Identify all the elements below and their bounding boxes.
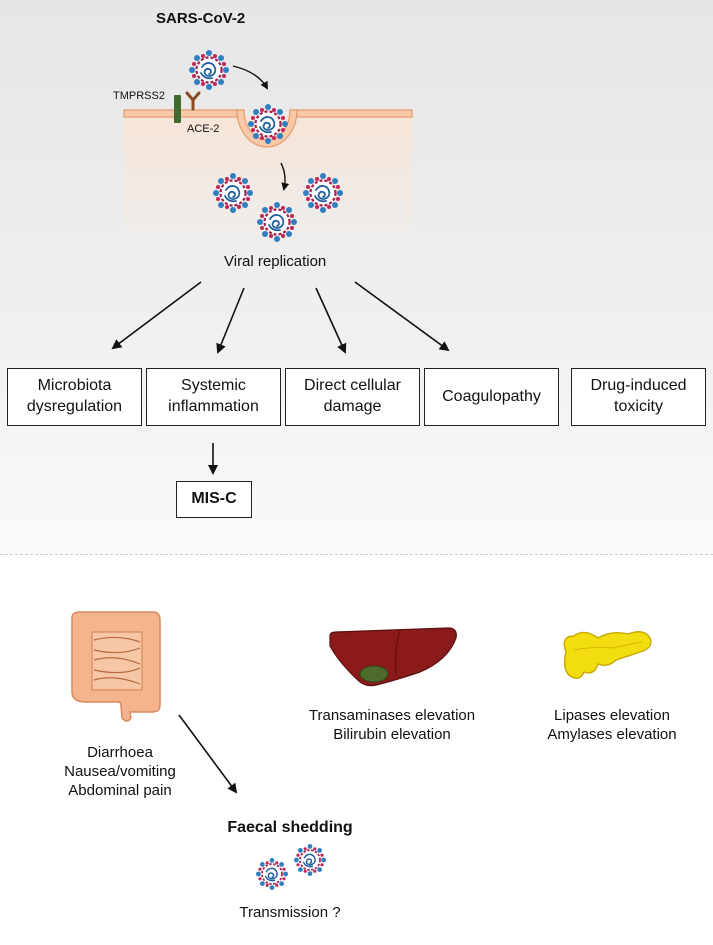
intestine-illustration xyxy=(71,611,161,722)
ace2-receptor xyxy=(185,91,201,111)
faecal-shedding-title: Faecal shedding xyxy=(227,819,353,836)
misc-box: MIS-C xyxy=(176,481,252,518)
ace2-label: ACE-2 xyxy=(187,123,220,135)
entry-arrow xyxy=(232,65,268,90)
replication-arrow xyxy=(280,162,290,191)
mechanism-cellular-damage: Direct cellular damage xyxy=(285,368,420,426)
mechanism-drug-toxicity: Drug-induced toxicity xyxy=(571,368,706,426)
top-panel-background xyxy=(0,0,713,555)
pancreas-findings: Lipases elevation Amylases elevation xyxy=(547,707,677,743)
tmprss2-label: TMPRSS2 xyxy=(113,90,165,102)
arrow-to-faecal-shedding xyxy=(178,714,238,794)
mechanism-coagulopathy: Coagulopathy xyxy=(424,368,559,426)
virus-particle-faecal xyxy=(294,844,326,876)
arrow-to-microbiota xyxy=(111,281,202,350)
intestine-symptoms: Diarrhoea Nausea/vomiting Abdominal pain xyxy=(64,744,176,799)
arrow-to-inflammation xyxy=(216,287,245,354)
arrow-to-cellular-damage xyxy=(315,287,347,354)
transmission-question: Transmission ? xyxy=(239,904,341,921)
arrow-to-coagulopathy xyxy=(354,281,450,352)
virus-particle-replicated xyxy=(213,173,253,213)
liver-illustration xyxy=(329,627,457,687)
viral-replication-label: Viral replication xyxy=(224,253,327,270)
virus-particle-replicated xyxy=(257,202,297,242)
virus-title: SARS-CoV-2 xyxy=(156,10,246,27)
virus-particle-replicated xyxy=(303,173,343,213)
pancreas-illustration xyxy=(563,631,652,679)
virus-particle-faecal xyxy=(256,858,288,890)
virus-particle-endosome xyxy=(248,104,288,144)
panel-divider xyxy=(0,554,713,555)
mechanism-inflammation: Systemic inflammation xyxy=(146,368,281,426)
liver-findings: Transaminases elevation Bilirubin elevat… xyxy=(308,707,476,743)
virus-particle-extracellular xyxy=(189,50,229,90)
tmprss2-protein xyxy=(174,95,181,123)
mechanism-microbiota: Microbiota dysregulation xyxy=(7,368,142,426)
